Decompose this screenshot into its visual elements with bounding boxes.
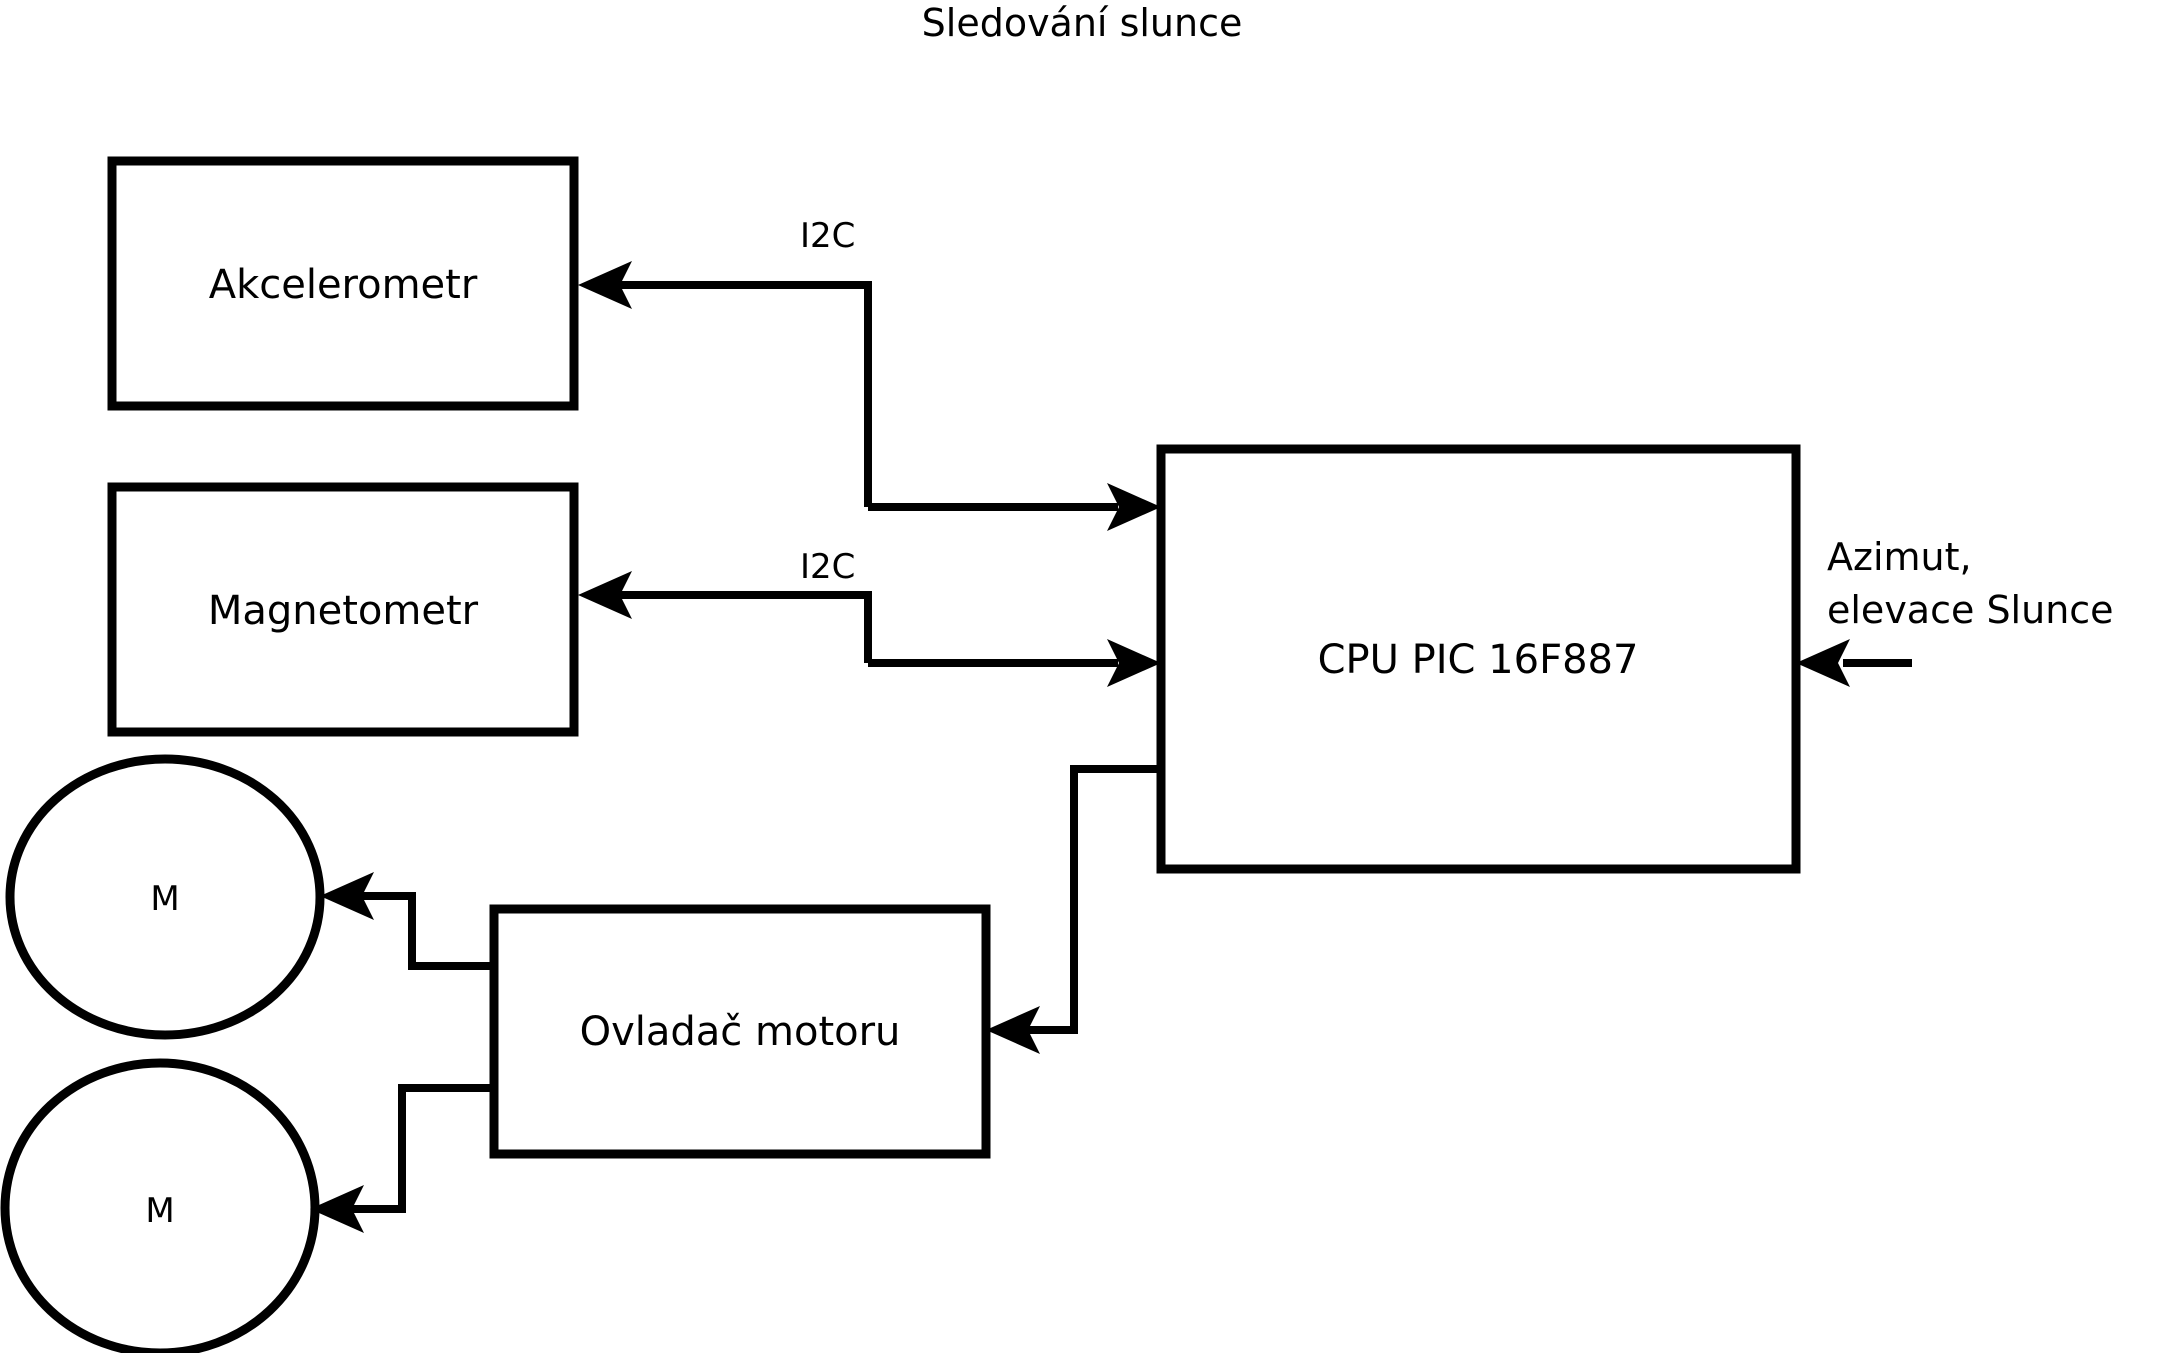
arrowhead-into-akcelerometr [578,261,632,309]
node-akcelerometr[interactable] [107,156,579,411]
diagram-title: Sledování slunce [922,1,1243,45]
node-motor-2-label: M [145,1191,174,1231]
arrowhead-into-cpu-lower [1107,639,1161,687]
arrowhead-into-cpu-right [1796,639,1850,687]
wire-label-i2c-top: I2C [800,216,855,256]
arrowhead-into-magnetometr [578,571,632,619]
wire-ovladac-to-motor-2 [352,1084,494,1213]
node-cpu[interactable] [1156,444,1801,874]
arrowhead-into-motor-2 [310,1185,364,1233]
node-motor-1[interactable] [5,754,325,1040]
wire-cpu-to-akcelerometr [620,281,872,507]
wire-label-i2c-bottom: I2C [800,547,855,587]
arrowhead-into-cpu-upper [1107,483,1161,531]
arrowhead-into-ovladac [986,1006,1040,1054]
wire-cpu-to-ovladac [1028,765,1161,1034]
node-ovladac-motoru-label: Ovladač motoru [580,1009,901,1055]
node-magnetometr[interactable] [107,482,579,737]
node-magnetometr-label: Magnetometr [208,588,479,634]
io-label-line-1: Azimut, [1827,535,1972,579]
node-motor-1-label: M [150,879,179,919]
node-cpu-label: CPU PIC 16F887 [1318,637,1639,683]
wire-ovladac-to-motor-1 [362,892,494,970]
arrowhead-into-motor-1 [320,872,374,920]
wire-cpu-to-magnetometr [620,591,872,663]
node-ovladac-motoru[interactable] [489,904,991,1159]
node-akcelerometr-label: Akcelerometr [209,262,478,308]
io-label-line-2: elevace Slunce [1827,588,2114,632]
